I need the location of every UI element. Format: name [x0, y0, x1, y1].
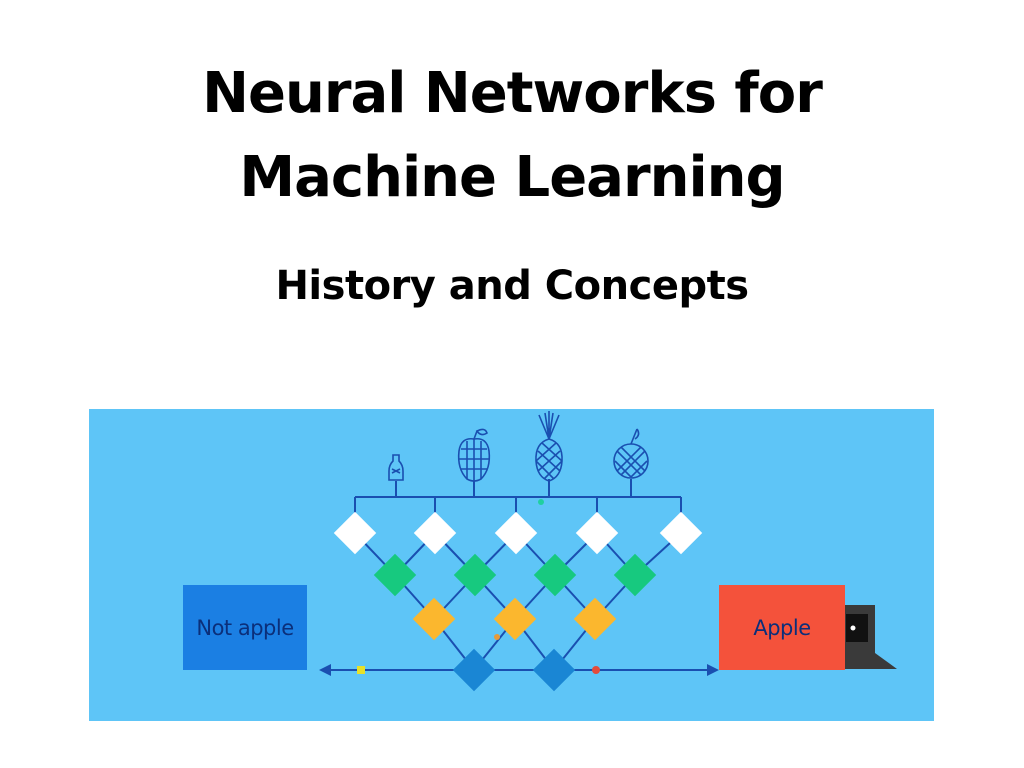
apple-icon	[457, 428, 491, 482]
pineapple-icon	[535, 411, 563, 482]
not-apple-box	[183, 585, 307, 670]
neural-network-illustration: Not apple Apple	[89, 409, 934, 721]
apple-box	[719, 585, 845, 670]
signal-dot	[494, 634, 500, 640]
arrow-right-icon	[707, 664, 719, 676]
not-apple-label: Not apple	[196, 616, 293, 640]
title-line-2: Machine Learning	[239, 145, 785, 210]
signal-dot	[357, 666, 365, 674]
orange-icon	[613, 428, 649, 479]
bottle-icon	[388, 454, 404, 481]
signal-dot	[538, 499, 544, 505]
arrow-left-icon	[319, 664, 331, 676]
output-screen	[846, 614, 868, 642]
title-line-1: Neural Networks for	[202, 61, 823, 126]
signal-dot	[592, 666, 600, 674]
slide-subtitle: History and Concepts	[275, 263, 749, 309]
apple-label: Apple	[753, 616, 810, 640]
network-node	[452, 648, 496, 692]
output-light	[850, 625, 856, 631]
slide-title: Neural Networks for Machine Learning	[0, 52, 1024, 220]
network-node	[532, 648, 576, 692]
